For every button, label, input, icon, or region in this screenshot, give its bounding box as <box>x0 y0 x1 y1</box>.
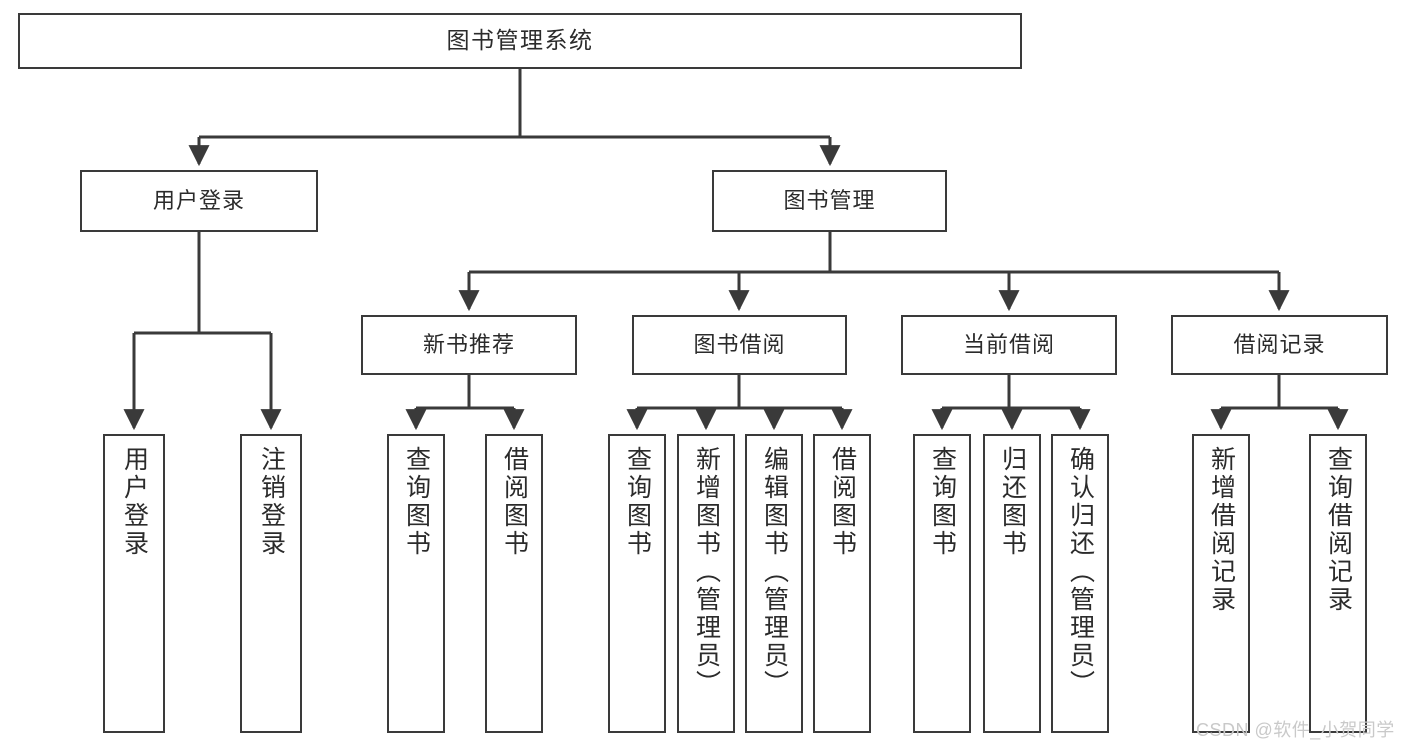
node-borrow-record-label: 借阅记录 <box>1233 332 1326 358</box>
leaf-query-book-current-label: 查询图书 <box>928 446 957 558</box>
leaf-add-borrow-record[interactable]: 新增借阅记录 <box>1192 434 1250 733</box>
leaf-query-book-borrow-label: 查询图书 <box>623 446 652 558</box>
leaf-user-login-label: 用户登录 <box>120 446 149 558</box>
node-new-book-recommend-label: 新书推荐 <box>422 332 515 358</box>
leaf-query-borrow-record-label: 查询借阅记录 <box>1324 446 1353 614</box>
node-current-borrow[interactable]: 当前借阅 <box>901 315 1117 375</box>
leaf-add-borrow-record-label: 新增借阅记录 <box>1207 446 1236 614</box>
leaf-query-book-current[interactable]: 查询图书 <box>913 434 971 733</box>
leaf-query-book-borrow[interactable]: 查询图书 <box>608 434 666 733</box>
leaf-return-book[interactable]: 归还图书 <box>983 434 1041 733</box>
node-book-borrow[interactable]: 图书借阅 <box>632 315 847 375</box>
node-book-borrow-label: 图书借阅 <box>693 332 786 358</box>
leaf-borrow-book-recommend-label: 借阅图书 <box>500 446 529 558</box>
leaf-borrow-book-recommend[interactable]: 借阅图书 <box>485 434 543 733</box>
leaf-edit-book-admin[interactable]: 编辑图书（管理员） <box>745 434 803 733</box>
node-borrow-record[interactable]: 借阅记录 <box>1171 315 1388 375</box>
leaf-confirm-return-admin-label: 确认归还（管理员） <box>1066 446 1095 698</box>
leaf-add-book-admin-label: 新增图书（管理员） <box>692 446 721 698</box>
leaf-confirm-return-admin[interactable]: 确认归还（管理员） <box>1051 434 1109 733</box>
node-new-book-recommend[interactable]: 新书推荐 <box>361 315 577 375</box>
node-user-login[interactable]: 用户登录 <box>80 170 318 232</box>
node-book-manage[interactable]: 图书管理 <box>712 170 947 232</box>
node-current-borrow-label: 当前借阅 <box>962 332 1055 358</box>
leaf-query-borrow-record[interactable]: 查询借阅记录 <box>1309 434 1367 733</box>
leaf-user-login[interactable]: 用户登录 <box>103 434 165 733</box>
leaf-query-book-recommend-label: 查询图书 <box>402 446 431 558</box>
leaf-logout-label: 注销登录 <box>257 446 286 558</box>
leaf-borrow-book[interactable]: 借阅图书 <box>813 434 871 733</box>
node-user-login-label: 用户登录 <box>152 188 245 214</box>
node-root[interactable]: 图书管理系统 <box>18 13 1022 69</box>
leaf-borrow-book-label: 借阅图书 <box>828 446 857 558</box>
leaf-edit-book-admin-label: 编辑图书（管理员） <box>760 446 789 698</box>
node-book-manage-label: 图书管理 <box>783 188 876 214</box>
leaf-logout[interactable]: 注销登录 <box>240 434 302 733</box>
node-root-label: 图书管理系统 <box>446 27 594 54</box>
leaf-add-book-admin[interactable]: 新增图书（管理员） <box>677 434 735 733</box>
leaf-query-book-recommend[interactable]: 查询图书 <box>387 434 445 733</box>
leaf-return-book-label: 归还图书 <box>998 446 1027 558</box>
